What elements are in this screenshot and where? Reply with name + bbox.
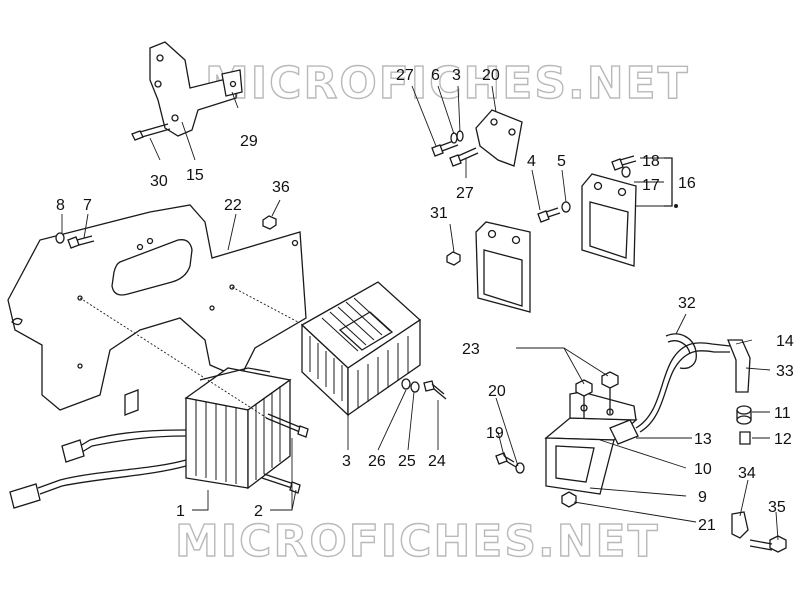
callout-35: 35 [768,499,786,516]
callout-32: 32 [678,295,696,312]
callout-2: 2 [254,503,263,520]
callout-4: 4 [527,153,536,170]
callout-24: 24 [428,453,446,470]
regulator-1 [184,367,292,490]
callout-6: 6 [431,67,440,84]
washer-3 [456,130,464,142]
callout-3-upper: 3 [452,67,461,84]
callout-25: 25 [398,453,416,470]
screw-19 [495,452,517,468]
nut-36 [262,215,277,230]
nut-31 [446,251,461,266]
watermark-top: MICROFICHES.NET [205,58,690,109]
callout-34: 34 [738,465,756,482]
callout-27-upper: 27 [396,67,414,84]
bracket-10 [544,391,638,495]
callout-5: 5 [557,153,566,170]
callout-3-lower: 3 [342,453,351,470]
callout-30: 30 [150,173,168,190]
callout-12: 12 [774,431,792,448]
callout-8: 8 [56,197,65,214]
module-31-unit [475,221,531,313]
plug-12 [739,431,751,445]
screw-27 [431,139,479,167]
leader-dot-16 [674,204,678,208]
callout-13: 13 [694,431,712,448]
sensor-13 [609,342,731,445]
callout-17: 17 [642,177,660,194]
washer-6 [450,132,458,144]
washer-26 [401,378,411,390]
bracket-16-group [664,157,673,207]
module-3 [300,281,422,417]
screw-7 [67,235,95,249]
washer-8 [55,232,65,244]
callout-15: 15 [186,167,204,184]
clamp-32 [665,333,697,370]
regulator-1-cables [9,429,187,509]
washer-25 [410,381,420,393]
callout-9: 9 [698,489,707,506]
module-16-unit [581,173,637,267]
callout-29: 29 [240,133,258,150]
callout-1: 1 [176,503,185,520]
callout-26: 26 [368,453,386,470]
callout-20-upper: 20 [482,67,500,84]
callout-31: 31 [430,205,448,222]
bolt-30 [131,123,171,141]
bracket-20 [475,109,523,167]
callout-18: 18 [642,153,660,170]
cap-11 [736,405,752,425]
bolts-23 [575,371,619,418]
bolt-24 [423,380,447,400]
callout-36: 36 [272,179,290,196]
washer-5 [561,201,571,213]
callout-27-lower: 27 [456,185,474,202]
callout-22: 22 [224,197,242,214]
bracket-15 [149,41,243,137]
callout-14: 14 [776,333,794,350]
callout-10: 10 [694,461,712,478]
callout-11: 11 [774,405,791,422]
screw-18-17 [611,155,637,178]
callout-33: 33 [776,363,794,380]
bolt-35 [749,535,787,553]
watermark-bottom: MICROFICHES.NET [175,516,660,567]
callout-7: 7 [83,197,92,214]
callout-16: 16 [678,175,696,192]
callout-21: 21 [698,517,716,534]
connector-33 [727,339,751,393]
leader-lines [61,85,779,541]
clip-34 [731,511,749,539]
screw-2 [261,413,309,494]
callout-23: 23 [462,341,480,358]
nut-21 [561,491,577,508]
callout-20-lower: 20 [488,383,506,400]
callout-19: 19 [486,425,504,442]
mounting-plate-22 [7,204,307,416]
screw-4 [537,207,561,223]
